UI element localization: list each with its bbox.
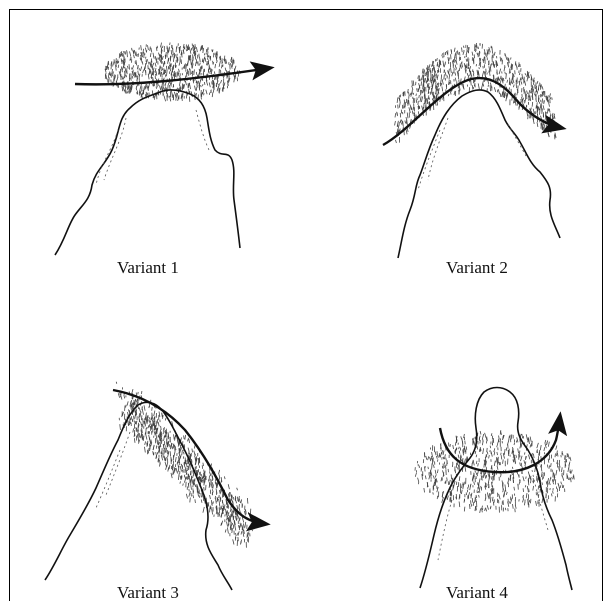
variant-4-diagram [415, 388, 574, 591]
variant-1-mountain [55, 90, 240, 255]
variant-3-diagram [45, 382, 266, 590]
variant-2-cloud-band [395, 43, 556, 143]
variant-2-label: Variant 2 [446, 258, 508, 278]
variant-3-label: Variant 3 [117, 583, 179, 603]
variant-3-mountain-shade [96, 432, 130, 508]
variant-4-label: Variant 4 [446, 583, 508, 603]
variant-1-label: Variant 1 [117, 258, 179, 278]
variant-4-mountain [420, 388, 572, 591]
variant-1-diagram [55, 43, 270, 256]
variant-1-cloud-band [105, 43, 241, 102]
variant-2-mountain [398, 90, 560, 258]
variant-2-diagram [383, 43, 562, 258]
